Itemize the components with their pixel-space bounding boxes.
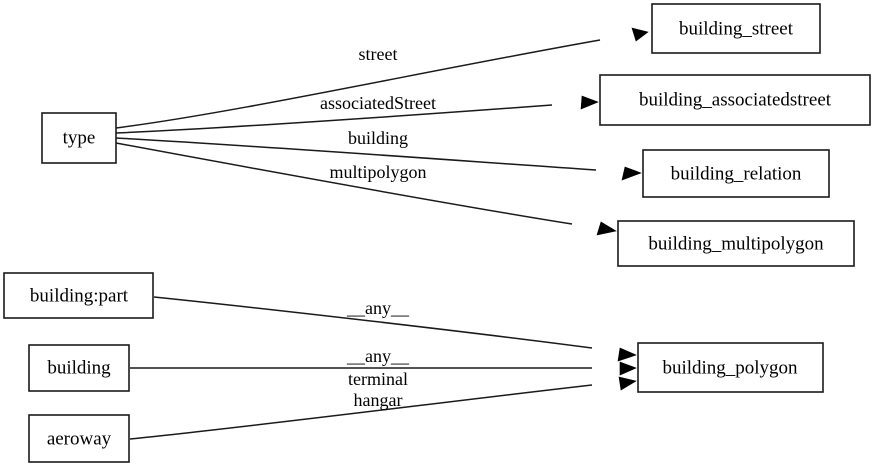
arrowhead-icon: [619, 361, 637, 376]
edge-path: [115, 104, 553, 134]
node-box: [651, 3, 821, 54]
node-label: building_associatedstreet: [639, 89, 832, 110]
node-label: building_relation: [671, 163, 802, 184]
node-building-polygon[interactable]: building_polygon: [637, 342, 824, 393]
node-box: [41, 112, 117, 164]
node-label: type: [63, 127, 96, 148]
node-building-part[interactable]: building:part: [3, 272, 154, 319]
arrowhead-icon: [621, 166, 642, 181]
edges-layer: [115, 27, 649, 440]
edge-label-associatedstreet: associatedStreet: [320, 93, 436, 113]
edge-type-building-associatedstreet[interactable]: [115, 95, 599, 134]
edge-label-multipolygon: multipolygon: [329, 162, 426, 182]
arrowhead-icon: [580, 95, 599, 110]
node-label: building: [47, 357, 111, 378]
edge-type-building-multipolygon[interactable]: [115, 142, 617, 236]
edge-label-terminal: terminal: [348, 369, 408, 389]
edge-building-building-polygon[interactable]: [130, 361, 637, 376]
node-box: [599, 74, 871, 126]
node-box: [3, 272, 154, 319]
node-building-street[interactable]: building_street: [651, 3, 821, 54]
edge-path: [115, 39, 601, 129]
edge-path: [115, 142, 573, 225]
edge-type-building-street[interactable]: [115, 27, 649, 129]
node-box: [637, 342, 824, 393]
edge-label-any-buildingpart: __any__: [346, 298, 410, 318]
node-label: building_polygon: [662, 357, 798, 378]
edge-path: [115, 137, 597, 171]
node-building-relation[interactable]: building_relation: [642, 149, 830, 198]
node-box: [617, 220, 855, 267]
edge-labels-layer: street associatedStreet building multipo…: [320, 44, 436, 410]
node-type[interactable]: type: [41, 112, 117, 164]
edge-path: [129, 384, 593, 440]
edge-path: [153, 296, 593, 349]
edge-label-building: building: [348, 128, 408, 148]
arrowhead-icon: [596, 221, 617, 236]
node-building-multipolygon[interactable]: building_multipolygon: [617, 220, 855, 267]
edge-label-any-building: __any__: [346, 346, 410, 366]
node-label: building_multipolygon: [648, 233, 824, 254]
edge-label-street: street: [359, 44, 398, 64]
node-label: aeroway: [47, 428, 112, 449]
node-label: building_street: [679, 18, 794, 39]
node-aeroway[interactable]: aeroway: [28, 414, 130, 463]
edge-label-hangar: hangar: [354, 390, 403, 410]
edge-buildingpart-building-polygon[interactable]: [153, 296, 637, 362]
edge-aeroway-building-polygon[interactable]: [129, 376, 637, 440]
arrowhead-icon: [618, 376, 637, 391]
node-box: [28, 344, 130, 392]
node-box: [642, 149, 830, 198]
arrowhead-icon: [631, 27, 649, 42]
nodes-layer: type building_street building_associated…: [3, 3, 871, 463]
node-box: [28, 414, 130, 463]
node-building[interactable]: building: [28, 344, 130, 392]
edge-type-building-relation[interactable]: [115, 137, 642, 181]
node-label: building:part: [30, 285, 129, 306]
arrowhead-icon: [617, 347, 637, 362]
node-building-associatedstreet[interactable]: building_associatedstreet: [599, 74, 871, 126]
